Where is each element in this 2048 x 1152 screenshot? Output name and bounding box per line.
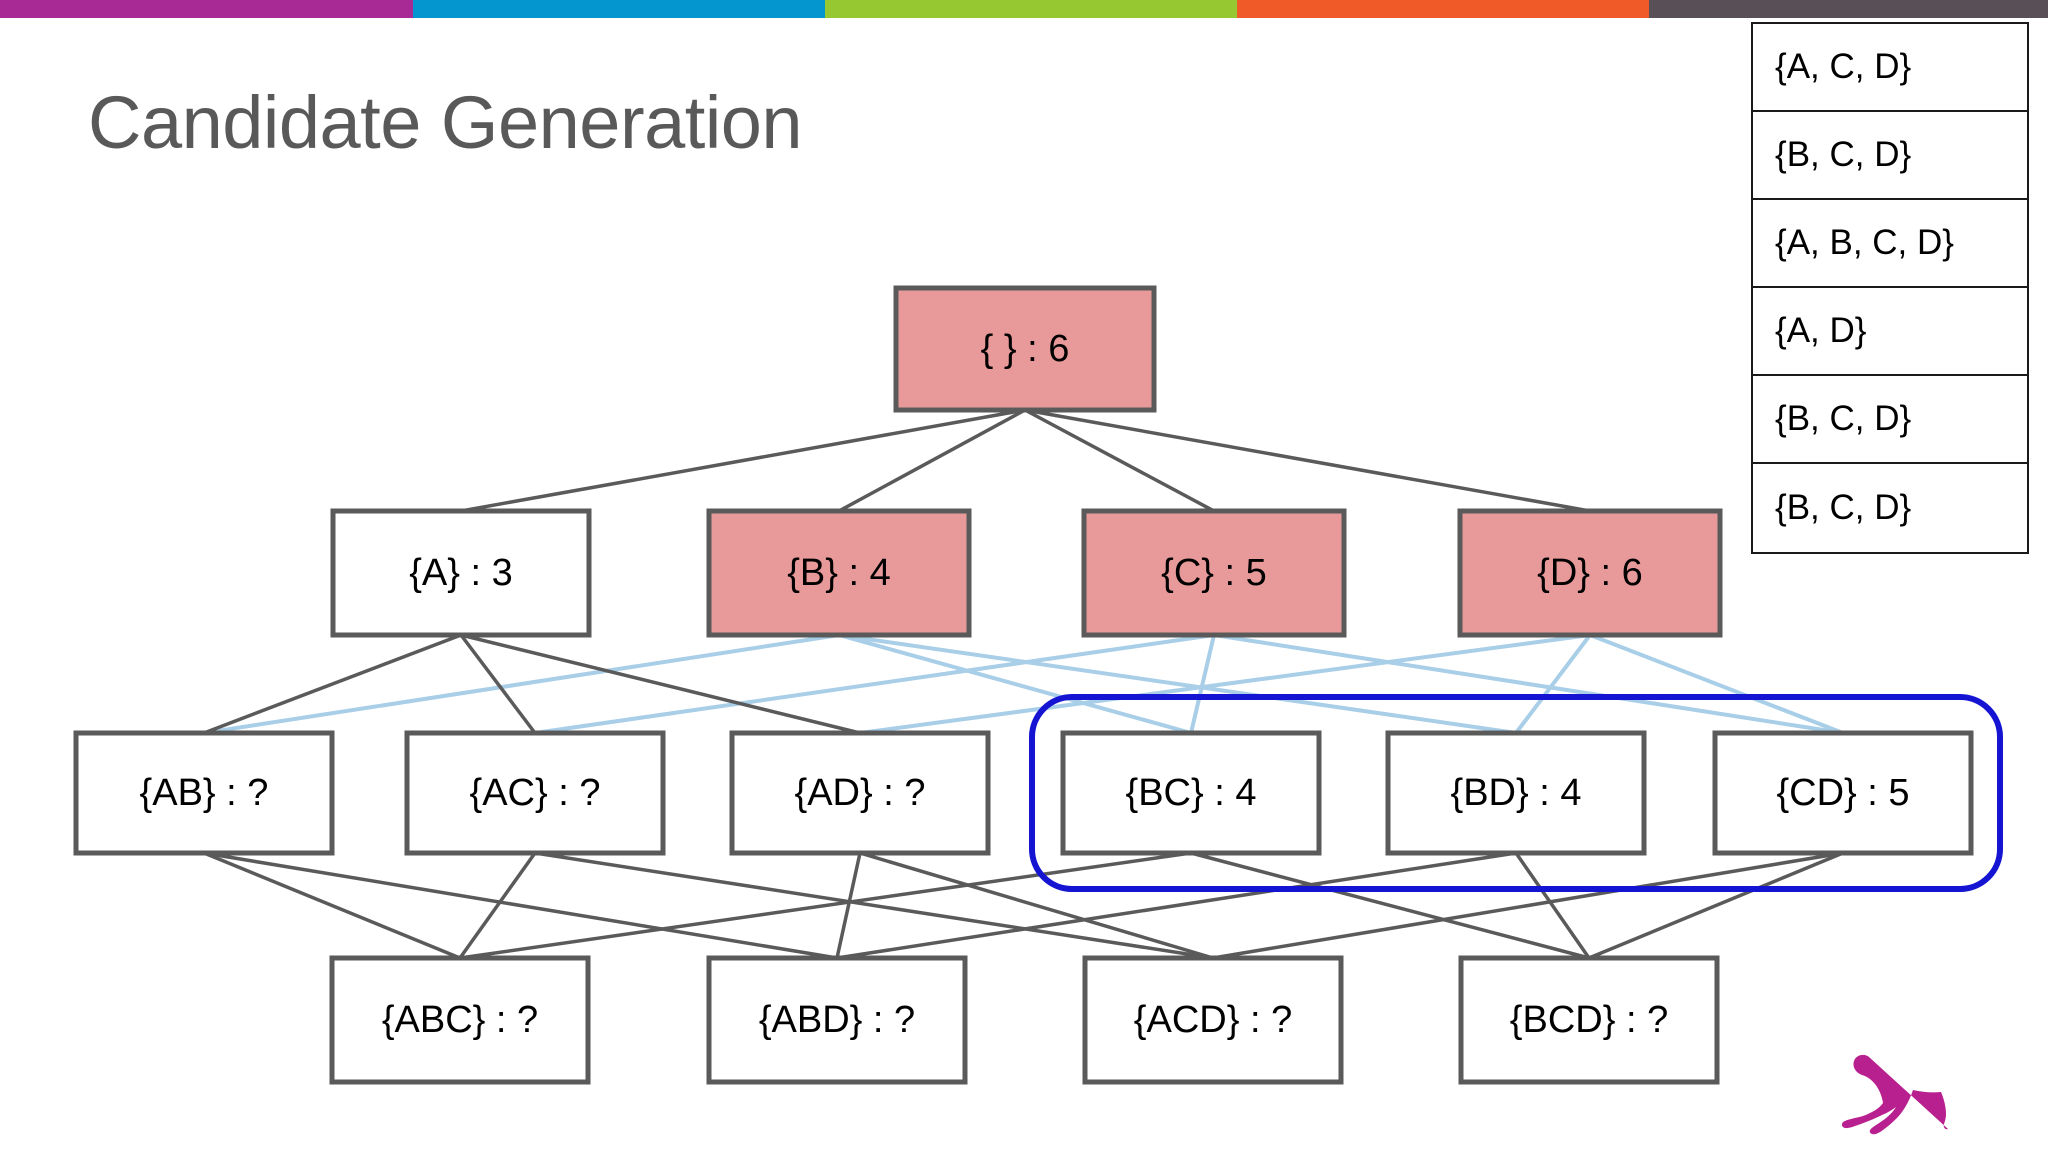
lattice-node-box <box>1712 730 1974 856</box>
transaction-row: {A, D} <box>1753 288 2027 376</box>
lattice-node-acd[interactable]: {ACD} : ? <box>1082 955 1344 1085</box>
lattice-node-label: { } : 6 <box>981 328 1070 370</box>
lattice-node-label: {A} : 3 <box>409 552 513 594</box>
lattice-node-box <box>706 508 972 638</box>
lattice-edge <box>836 851 1517 960</box>
lattice-edge <box>459 851 1192 960</box>
lattice-node-label: {BC} : 4 <box>1126 772 1257 814</box>
lattice-edge <box>1189 634 1216 734</box>
lattice-node-bc[interactable]: {BC} : 4 <box>1060 730 1322 856</box>
lattice-edge <box>1514 633 1592 735</box>
lattice-edge <box>458 851 537 960</box>
lattice-edge <box>1024 408 1215 513</box>
lattice-edge <box>1589 633 1844 735</box>
lattice-node-label: {ABC} : ? <box>382 999 538 1041</box>
lattice-node-box <box>1060 730 1322 856</box>
lattice-edge <box>534 851 1214 960</box>
accent-bar-segment-4 <box>1237 0 1649 18</box>
lattice-node-box <box>1081 508 1347 638</box>
lattice-edge <box>859 851 1214 960</box>
lattice-edge <box>1024 408 1591 513</box>
lattice-edge <box>203 633 840 735</box>
lattice-edge <box>460 408 1026 513</box>
lattice-node-ac[interactable]: {AC} : ? <box>404 730 666 856</box>
dog-logo <box>1841 1054 1948 1135</box>
dog-silhouette-icon <box>1841 1054 1948 1135</box>
lattice-node-ab[interactable]: {AB} : ? <box>73 730 335 856</box>
lattice-edge <box>1213 633 1844 735</box>
lattice-edge <box>203 851 461 960</box>
lattice-node-box <box>729 730 991 856</box>
lattice-node-label: {BCD} : ? <box>1510 999 1668 1041</box>
lattice-node-abd[interactable]: {ABD} : ? <box>706 955 968 1085</box>
lattice-edge <box>534 633 1215 735</box>
lattice-node-ad[interactable]: {AD} : ? <box>729 730 991 856</box>
lattice-edge <box>838 633 1192 735</box>
lattice-node-bcd[interactable]: {BCD} : ? <box>1458 955 1720 1085</box>
lattice-edge <box>1588 851 1844 960</box>
lattice-node-b[interactable]: {B} : 4 <box>706 508 972 638</box>
lattice-node-box <box>1082 955 1344 1085</box>
lattice-node-cd[interactable]: {CD} : 5 <box>1712 730 1974 856</box>
lattice-edge <box>203 633 462 735</box>
page-title: Candidate Generation <box>88 81 803 164</box>
accent-bar-segment-1 <box>0 0 413 18</box>
candidate-selection-outline <box>1029 694 2003 892</box>
lattice-edge-layer <box>203 408 1844 960</box>
lattice-node-label: {C} : 5 <box>1161 552 1267 594</box>
lattice-node-box <box>330 508 592 638</box>
lattice-node-box <box>1458 955 1720 1085</box>
lattice-edge <box>838 633 1517 735</box>
accent-bar-segment-3 <box>825 0 1237 18</box>
lattice-selection-layer <box>1029 694 2003 892</box>
accent-bar-segment-5 <box>1649 0 2048 18</box>
lattice-node-label: {B} : 4 <box>787 552 891 594</box>
top-accent-bar <box>0 0 2048 18</box>
transaction-table: {A, C, D}{B, C, D}{A, B, C, D}{A, D}{B, … <box>1751 22 2029 554</box>
lattice-node-label: {BD} : 4 <box>1451 772 1582 814</box>
lattice-node-box <box>329 955 591 1085</box>
lattice-edge <box>838 408 1026 513</box>
lattice-node-c[interactable]: {C} : 5 <box>1081 508 1347 638</box>
accent-bar-segment-2 <box>413 0 825 18</box>
lattice-edge <box>835 852 862 959</box>
lattice-edge <box>1514 852 1591 959</box>
lattice-node-box <box>1457 508 1723 638</box>
lattice-node-d[interactable]: {D} : 6 <box>1457 508 1723 638</box>
lattice-edge <box>1190 851 1590 960</box>
lattice-node-label: {D} : 6 <box>1537 552 1643 594</box>
lattice-node-box <box>893 285 1157 413</box>
lattice-edge <box>1212 851 1844 960</box>
lattice-node-bd[interactable]: {BD} : 4 <box>1385 730 1647 856</box>
transaction-row: {B, C, D} <box>1753 112 2027 200</box>
lattice-node-label: {CD} : 5 <box>1776 772 1909 814</box>
lattice-node-a[interactable]: {A} : 3 <box>330 508 592 638</box>
lattice-edge <box>203 851 838 960</box>
lattice-node-label: {AD} : ? <box>795 772 926 814</box>
lattice-node-box <box>73 730 335 856</box>
lattice-node-label: {AC} : ? <box>470 772 601 814</box>
lattice-node-label: {AB} : ? <box>140 772 269 814</box>
lattice-edge <box>459 633 537 735</box>
transaction-row: {B, C, D} <box>1775 488 1912 527</box>
lattice-node-label: {ACD} : ? <box>1134 999 1292 1041</box>
lattice-node-abc[interactable]: {ABC} : ? <box>329 955 591 1085</box>
lattice-node-label: {ABD} : ? <box>759 999 915 1041</box>
transaction-row: {A, B, C, D} <box>1753 200 2027 288</box>
transaction-row: {B, C, D} <box>1753 376 2027 464</box>
lattice-node-layer: { } : 6 {A} : 3 {B} : 4 {C} : 5 {D} : 6 {AB} … <box>73 285 1974 1085</box>
lattice-edge <box>460 633 861 735</box>
lattice-node-box <box>404 730 666 856</box>
transaction-row: {A, C, D} <box>1753 24 2027 112</box>
lattice-node-box <box>706 955 968 1085</box>
lattice-edge <box>859 633 1591 735</box>
lattice-node-box <box>1385 730 1647 856</box>
lattice-node-root[interactable]: { } : 6 <box>893 285 1157 413</box>
